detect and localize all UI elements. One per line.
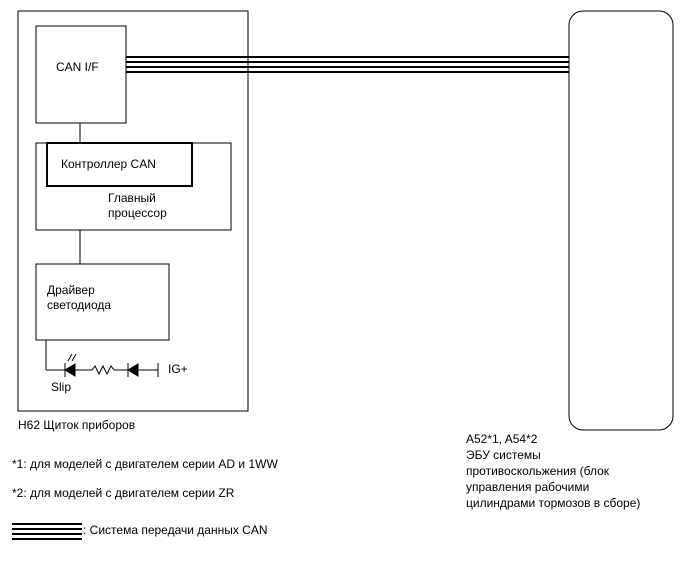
- ecu-name-line-2: противоскольжения (блок: [466, 464, 609, 478]
- can-controller-label: Контроллер CAN: [61, 157, 156, 171]
- footnote-1: *1: для моделей с двигателем серии AD и …: [12, 457, 278, 471]
- legend-can-symbol: [12, 523, 82, 540]
- slip-label: Slip: [51, 380, 72, 394]
- footnote-2: *2: для моделей с двигателем серии ZR: [12, 486, 235, 500]
- can-if-block: [35, 25, 127, 124]
- can-controller-block: [46, 142, 193, 187]
- slip-indicator-circuit: [45, 340, 159, 377]
- cluster-connector-label: H62 Щиток приборов: [18, 418, 136, 432]
- cluster-outline: [17, 10, 249, 412]
- can-if-label: CAN I/F: [56, 60, 99, 74]
- ecu-name-line-4: цилиндрами тормозов в сборе): [466, 496, 641, 510]
- led-driver-label-1: Драйвер: [47, 283, 95, 297]
- led-driver-block: [35, 263, 170, 341]
- ecu-outline: [568, 10, 674, 431]
- led-driver-label-2: светодиода: [47, 298, 112, 312]
- ecu-name-line-3: управления рабочими: [466, 480, 590, 494]
- can-bus-lines: [126, 56, 569, 73]
- ig-plus-label: IG+: [168, 362, 188, 376]
- legend-can-label: : Система передачи данных CAN: [83, 523, 268, 537]
- ecu-name-line-1: ЭБУ системы: [466, 448, 541, 462]
- main-cpu-label-1: Главный: [108, 191, 156, 205]
- main-cpu-label-2: процессор: [108, 206, 167, 220]
- ecu-connector-label: A52*1, A54*2: [466, 432, 538, 446]
